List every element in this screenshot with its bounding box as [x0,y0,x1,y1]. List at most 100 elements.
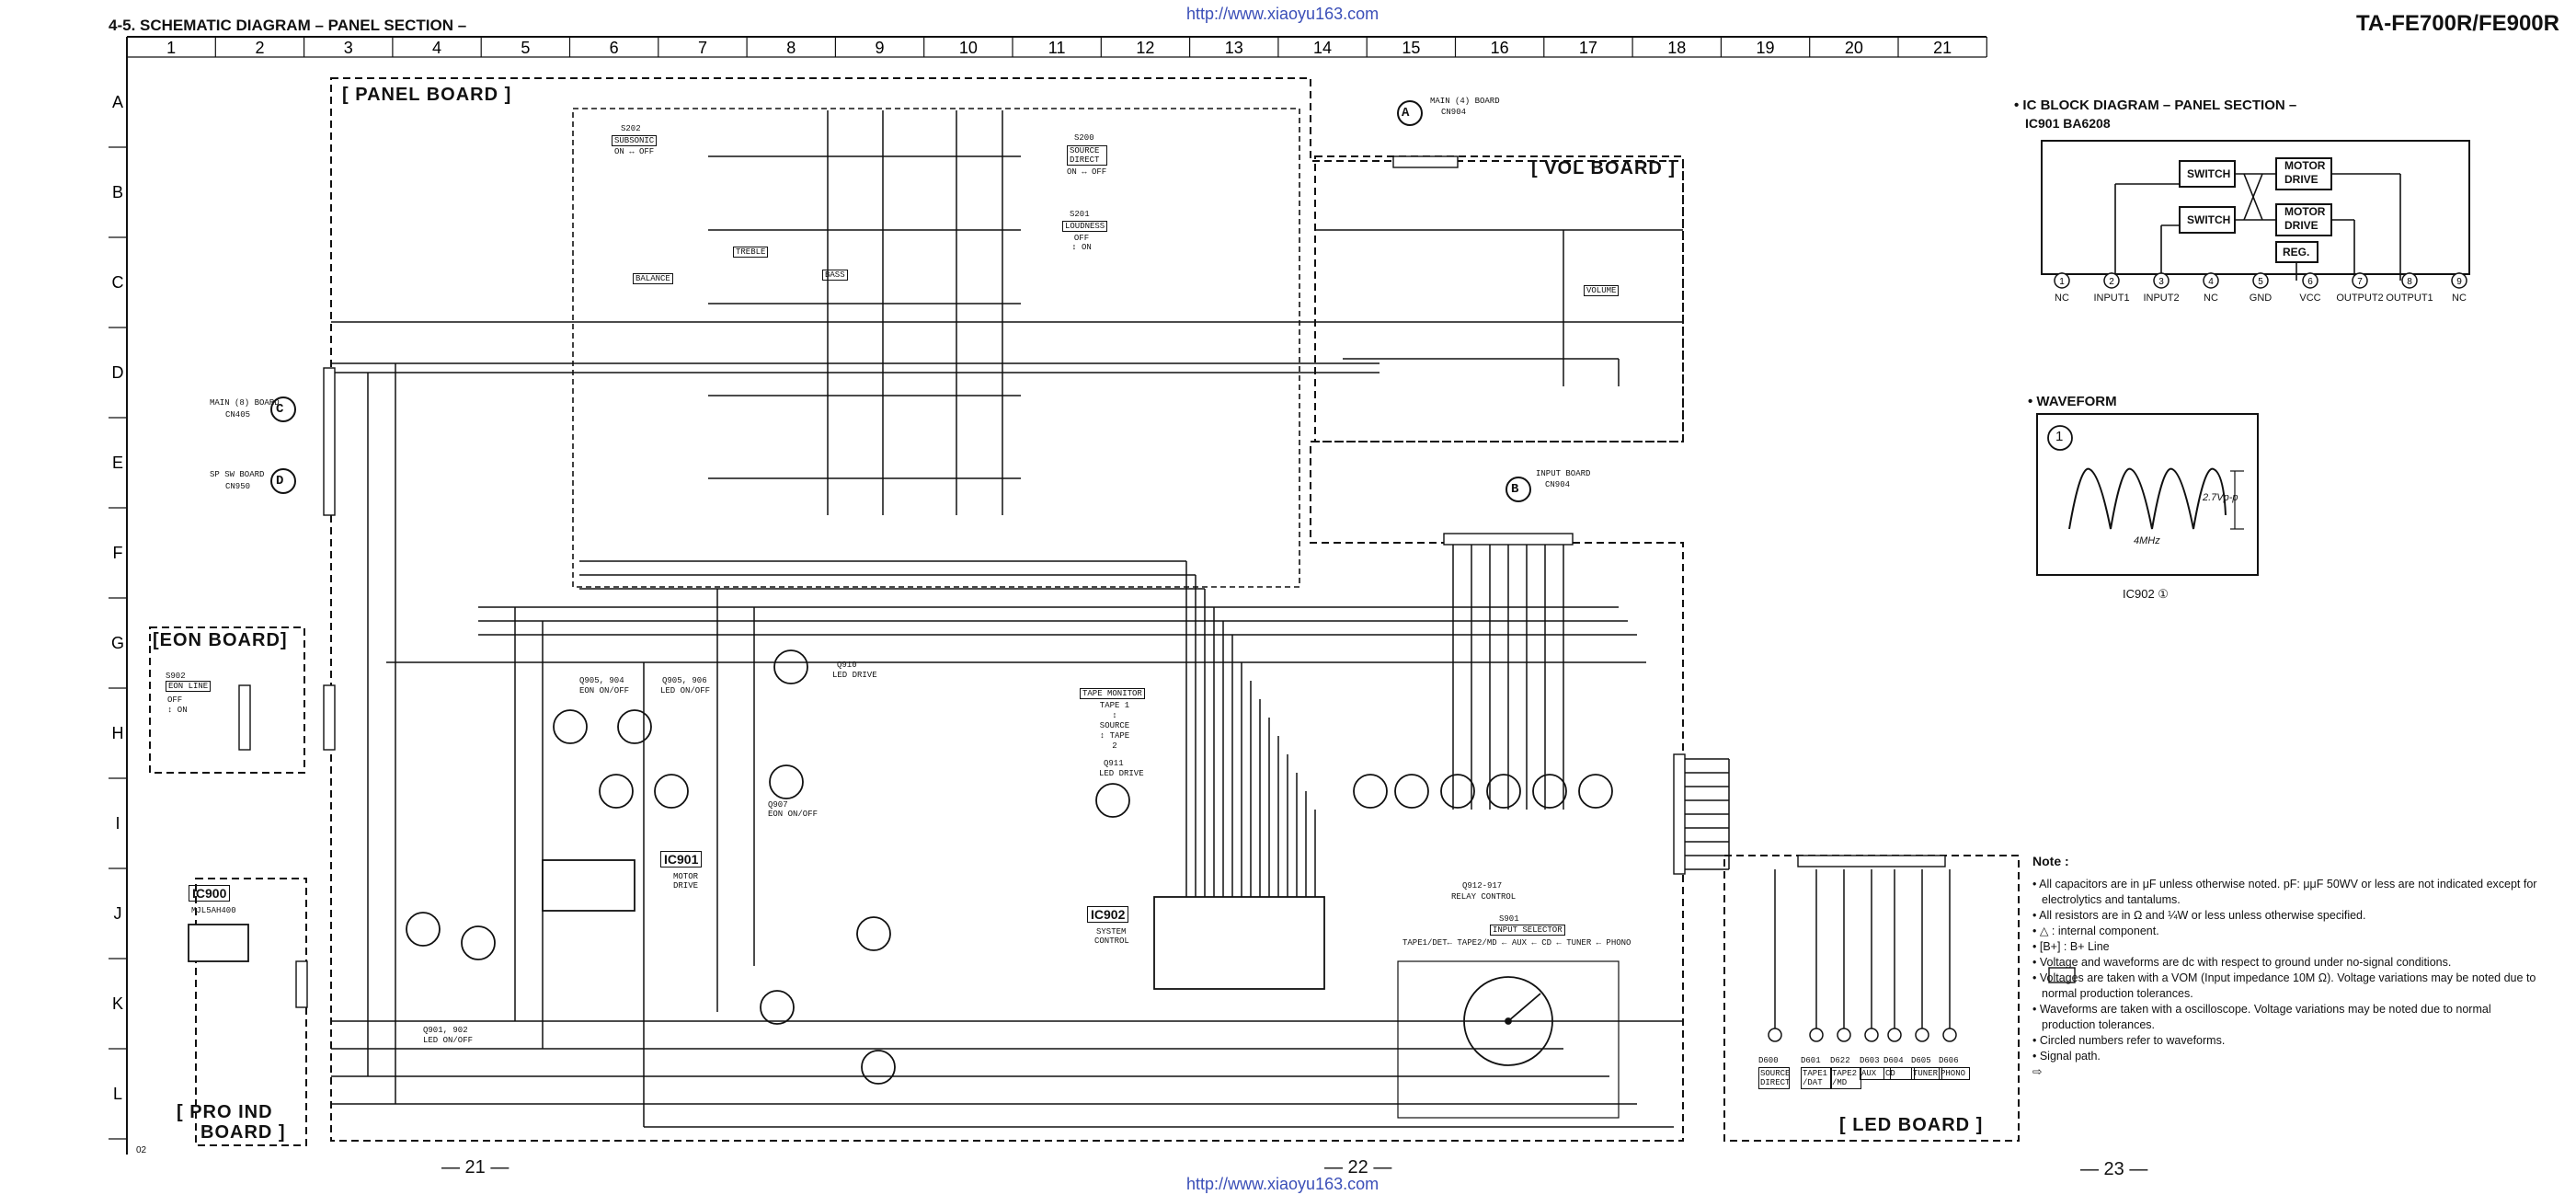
note-item: • All capacitors are in μF unless otherw… [2032,878,2537,906]
led-name: TAPE1 /DAT [1801,1067,1832,1089]
watermark-url-top[interactable]: http://www.xiaoyu163.com [1186,5,1380,23]
waveform-trace [2068,467,2227,530]
ic901-sub2: DRIVE [673,881,699,891]
connector-d-circle [270,468,296,494]
note-item: • [B+] : B+ Line [2032,940,2110,953]
ic-pin-number: 9 [2456,277,2462,287]
input-selector-rotary [1397,960,1620,1119]
led-name: CD [1883,1067,1915,1080]
column-label-18: 18 [1667,39,1686,57]
connector-a-circle [1397,100,1423,126]
s201-name: LOUDNESS [1062,221,1108,232]
input-selector-label: INPUT SELECTOR [1490,925,1565,936]
ic-pin-name: NC [2452,293,2467,304]
led-name: AUX [1860,1067,1891,1080]
ic902-chip [1153,896,1325,990]
column-label-17: 17 [1579,39,1597,57]
row-label-E: E [112,454,123,472]
column-label-12: 12 [1136,39,1154,57]
q910-label: Q910 [837,661,857,670]
ic-pin-circle [2103,272,2120,289]
led-id: D606 [1939,1056,1959,1065]
connector-strips [238,155,1946,1008]
notes-list: • All capacitors are in μF unless otherw… [2032,877,2547,1080]
pro-ind-board-outline [195,878,307,1146]
ic901-label: IC901 [660,851,703,868]
connector-b-label: INPUT BOARD [1536,469,1591,478]
column-label-1: 1 [166,39,176,57]
page-title: 4-5. SCHEMATIC DIAGRAM – PANEL SECTION – [109,17,467,34]
vol-board-outline [1314,155,1684,442]
page-number-22: — 22 — [1324,1157,1392,1178]
waveform-frequency: 4MHz [2134,535,2160,546]
ic900-label: IC900 [189,885,231,902]
notes-panel: Note : • All capacitors are in μF unless… [2032,854,2547,1080]
ic-block-motor-2-label-b: DRIVE [2284,219,2318,232]
led-name: PHONO [1939,1067,1970,1080]
pro-ind-board-title-2: BOARD ] [200,1122,286,1143]
connector-d-label: SP SW BOARD [210,470,265,479]
column-label-6: 6 [610,39,619,57]
tape-monitor-label: TAPE MONITOR [1080,688,1145,699]
note-item: • Voltages are taken with a VOM (Input i… [2032,971,2536,1000]
connector-a-label: MAIN (4) BOARD [1430,97,1500,106]
s901-id: S901 [1499,914,1519,924]
ic-pin-number: 2 [2109,277,2114,287]
waveform-amplitude: 2.7Vp-p [2203,492,2238,503]
ic901-chip [542,859,635,912]
s200-state: ON ↔ OFF [1067,167,1107,177]
led-id: D600 [1758,1056,1779,1065]
ic-pin-name: NC [2204,293,2218,304]
watermark-url-bottom[interactable]: http://www.xiaoyu163.com [1186,1175,1380,1193]
led-id: D622 [1830,1056,1850,1065]
ic901-sub1: MOTOR [673,872,699,881]
q901-902-func: LED ON/OFF [423,1036,474,1045]
led-name: TUNER [1911,1067,1942,1080]
column-label-14: 14 [1313,39,1332,57]
ic-block-switch-1-label: SWITCH [2187,167,2231,180]
row-label-B: B [112,183,123,201]
q911-func: LED DRIVE [1099,769,1144,778]
note-item: • Circled numbers refer to waveforms. [2032,1034,2226,1047]
note-item: • △ : internal component. [2032,925,2159,937]
s202-state: ON ↔ OFF [614,147,655,156]
column-label-10: 10 [959,39,978,57]
volume-label: VOLUME [1584,285,1620,296]
row-label-K: K [112,994,123,1013]
ic-block-subtitle: IC901 BA6208 [2025,116,2111,131]
ic-pin-name: INPUT2 [2143,293,2180,304]
ic-pin-name: VCC [2299,293,2321,304]
panel-board-outline [330,77,1684,1142]
q901-902-label: Q901, 902 [423,1026,468,1035]
ic-block-switch-1 [2179,160,2236,188]
relay-q912-917: Q912-917 [1462,881,1503,891]
eon-switch-id: S902 [166,672,186,681]
s202-id: S202 [621,124,641,133]
row-label-L: L [113,1085,122,1103]
column-label-8: 8 [786,39,796,57]
led-name: SOURCE DIRECT [1758,1067,1791,1089]
connector-b-letter: B [1511,482,1519,497]
s201-id: S201 [1070,210,1090,219]
s200-id: S200 [1074,133,1094,143]
row-label-D: D [112,363,124,382]
column-label-4: 4 [432,39,441,57]
eon-line-label: EON LINE [166,681,212,692]
ic-pin-name: NC [2055,293,2069,304]
led-board-title: [ LED BOARD ] [1839,1115,1984,1135]
ic-block-wiring [2114,173,2401,281]
wiring [331,110,1730,1128]
connector-c-sub: CN405 [225,410,251,419]
ic-block-frame [2041,140,2470,275]
column-label-13: 13 [1225,39,1243,57]
note-item: • All resistors are in Ω and ¼W or less … [2032,909,2366,922]
ic-pin-name: OUTPUT1 [2386,293,2433,304]
pro-ind-board-title-1: [ PRO IND [177,1102,273,1122]
page-number-21: — 21 — [441,1157,509,1178]
q905-906-func: LED ON/OFF [660,686,711,695]
vol-board-title: [ VOL BOARD ] [1531,158,1677,178]
connector-d-letter: D [276,474,284,488]
led-symbols [1768,869,1957,1042]
column-label-7: 7 [698,39,707,57]
